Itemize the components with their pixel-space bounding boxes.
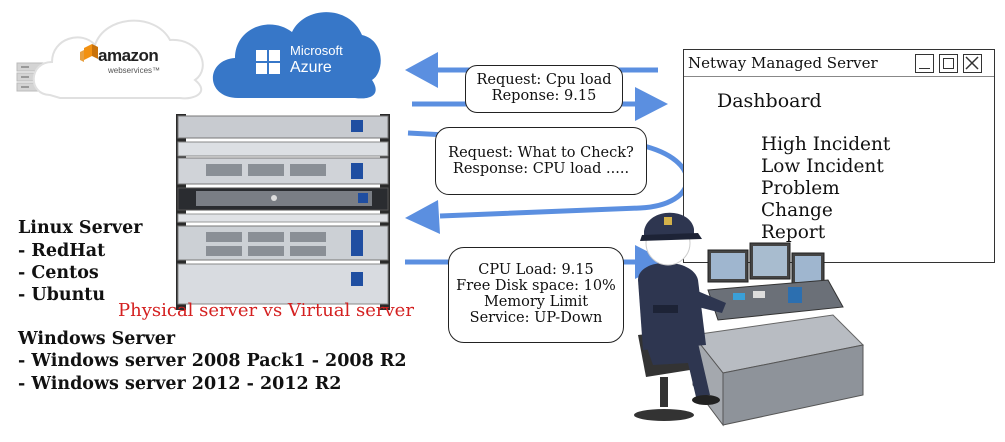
menu-change[interactable]: Change	[761, 200, 833, 221]
close-icon[interactable]	[963, 54, 982, 73]
bubble-bottom-line3: Memory Limit	[483, 294, 589, 310]
cloud-illustration	[16, 12, 381, 100]
menu-report[interactable]: Report	[761, 222, 826, 243]
windows-title: Windows Server	[18, 329, 176, 349]
linux-title: Linux Server	[18, 218, 143, 238]
bubble-top-line1: Request: Cpu load	[476, 72, 612, 88]
menu-high-incident[interactable]: High Incident	[761, 134, 891, 155]
bubble-top-line2: Reponse: 9.15	[491, 88, 597, 104]
bubble-what-to-check: Request: What to Check? Response: CPU lo…	[435, 127, 647, 195]
server-rack-icon	[176, 114, 390, 310]
aws-logo-subtext: webservices™	[108, 66, 161, 75]
azure-logo-line1: Microsoft	[290, 43, 343, 58]
windows-logo-icon	[256, 50, 280, 74]
netway-window: Netway Managed Server Dashboard High Inc…	[683, 49, 995, 263]
linux-item-ubuntu: - Ubuntu	[18, 285, 106, 305]
bubble-middle-line2: Response: CPU load .....	[452, 161, 630, 177]
bubble-cpu-request: Request: Cpu load Reponse: 9.15	[465, 65, 623, 113]
small-server-icon	[16, 62, 48, 92]
windows-item-2012: - Windows server 2012 - 2012 R2	[18, 374, 342, 394]
caption-physical-vs-virtual: Physical server vs Virtual server	[118, 300, 414, 321]
azure-cloud-icon	[212, 12, 381, 99]
window-titlebar-divider	[684, 76, 994, 77]
aws-logo-text: amazon	[98, 46, 159, 65]
operator-figure-icon	[634, 212, 865, 427]
windows-item-2008: - Windows server 2008 Pack1 - 2008 R2	[18, 351, 407, 371]
bubble-middle-line1: Request: What to Check?	[448, 145, 634, 161]
window-title: Netway Managed Server	[688, 54, 878, 72]
maximize-icon[interactable]	[939, 54, 958, 73]
bubble-status-report: CPU Load: 9.15 Free Disk space: 10% Memo…	[448, 247, 624, 343]
window-dashboard-label[interactable]: Dashboard	[717, 90, 822, 112]
aws-cloud-icon	[32, 19, 204, 100]
azure-logo-line2: Azure	[290, 59, 332, 76]
linux-item-redhat: - RedHat	[18, 241, 106, 261]
menu-low-incident[interactable]: Low Incident	[761, 156, 884, 177]
bubble-bottom-line4: Service: UP-Down	[469, 310, 603, 326]
minimize-icon[interactable]	[915, 54, 934, 73]
bubble-bottom-line2: Free Disk space: 10%	[456, 278, 616, 294]
linux-item-centos: - Centos	[18, 263, 99, 283]
bubble-bottom-line1: CPU Load: 9.15	[478, 262, 594, 278]
menu-problem[interactable]: Problem	[761, 178, 840, 199]
aws-logo-icon	[80, 44, 98, 62]
